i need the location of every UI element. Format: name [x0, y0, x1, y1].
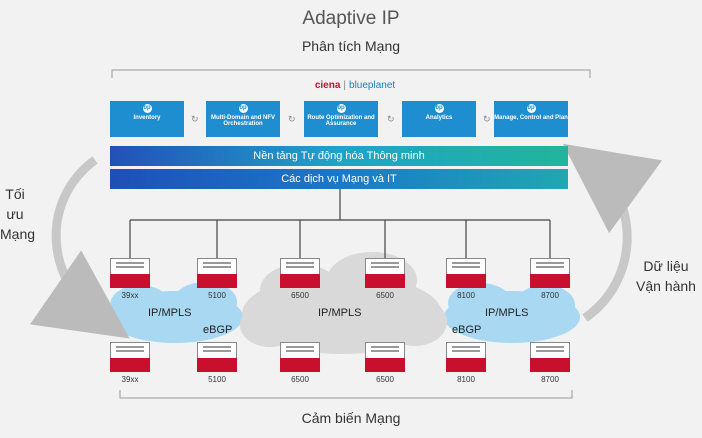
- router-device: [365, 258, 405, 288]
- blueplanet-icon: bp: [238, 104, 248, 113]
- ebgp-label-left: eBGP: [203, 324, 233, 336]
- device-label: 8700: [541, 375, 559, 384]
- blueplanet-icon: bp: [434, 104, 444, 113]
- cycle-icon: ↻: [387, 114, 395, 124]
- module-route-optimization: bp Route Optimization and Assurance: [304, 101, 378, 137]
- blueplanet-icon: bp: [526, 104, 536, 113]
- cycle-icon: ↻: [288, 114, 296, 124]
- cycle-icon: ↻: [483, 114, 491, 124]
- router-device: [530, 342, 570, 372]
- router-device: [197, 342, 237, 372]
- device-label: 8100: [457, 291, 475, 300]
- platform-band: Nền tảng Tự động hóa Thông minh: [110, 146, 568, 166]
- router-device: [110, 342, 150, 372]
- router-device: [530, 258, 570, 288]
- device-label: 6500: [376, 375, 394, 384]
- device-label: 39xx: [121, 291, 139, 300]
- network-label-center: IP/MPLS: [318, 307, 362, 319]
- device-label: 5100: [208, 375, 226, 384]
- device-label: 39xx: [121, 375, 139, 384]
- ebgp-label-right: eBGP: [452, 324, 482, 336]
- device-label: 6500: [376, 291, 394, 300]
- ciena-logo: ciena: [314, 80, 341, 91]
- device-label: 5100: [208, 291, 226, 300]
- connector-lines: [129, 189, 551, 258]
- device-label: 8100: [457, 375, 475, 384]
- router-device: [446, 342, 486, 372]
- router-device: [280, 258, 320, 288]
- module-orchestration: bp Multi-Domain and NFV Orchestration: [206, 101, 280, 137]
- router-device: [365, 342, 405, 372]
- bottom-bracket: [119, 390, 573, 399]
- module-inventory: bp Inventory: [110, 101, 184, 137]
- network-label-left: IP/MPLS: [148, 307, 192, 319]
- device-label: 6500: [291, 291, 309, 300]
- footer-label: Cảm biến Mạng: [301, 410, 401, 426]
- services-band: Các dịch vụ Mạng và IT: [110, 169, 568, 189]
- router-device: [197, 258, 237, 288]
- page-subtitle: Phân tích Mạng: [301, 38, 401, 54]
- router-device: [110, 258, 150, 288]
- top-bracket: [111, 69, 591, 78]
- router-device: [280, 342, 320, 372]
- left-loop-arrow: [29, 156, 130, 339]
- device-label: 8700: [541, 291, 559, 300]
- module-manage-control-plan: bp Manage, Control and Plan: [494, 101, 568, 137]
- blueplanet-icon: bp: [142, 104, 152, 113]
- brand-logo: ciena|blueplanet: [314, 80, 396, 91]
- right-loop-arrow: [562, 143, 663, 322]
- network-label-right: IP/MPLS: [485, 307, 529, 319]
- left-label: Tối ưu Mạng: [0, 186, 36, 242]
- blueplanet-icon: bp: [336, 104, 346, 113]
- device-label: 6500: [291, 375, 309, 384]
- blueplanet-logo: blueplanet: [349, 80, 396, 91]
- right-label: Dữ liệu Vận hành: [636, 258, 696, 294]
- cycle-icon: ↻: [191, 114, 199, 124]
- module-analytics: bp Analytics: [402, 101, 476, 137]
- router-device: [446, 258, 486, 288]
- page-title: Adaptive IP: [302, 8, 400, 29]
